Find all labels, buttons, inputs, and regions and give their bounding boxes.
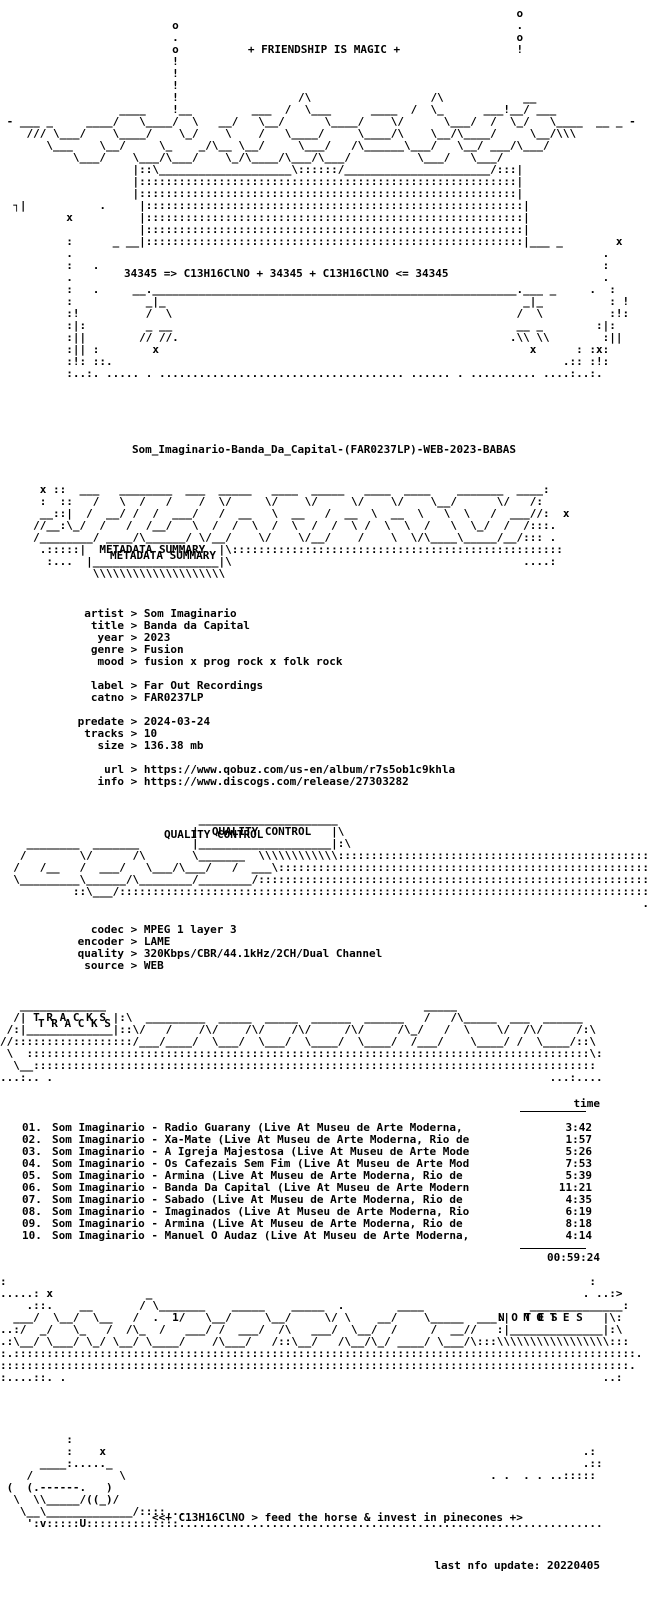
metadata-ascii-art: x :: ___ ________ ___ _____ ____ _____ _…	[33, 483, 570, 580]
quality-ascii-art: _____________________ | QUALITY CONTROL …	[13, 813, 648, 910]
last-update: last nfo update: 20220405	[434, 1559, 600, 1572]
time-header-rule	[520, 1111, 586, 1112]
banner-title: + FRIENDSHIP IS MAGIC +	[247, 43, 401, 56]
total-time: 00:59:24	[547, 1251, 600, 1264]
quality-row-quality: quality > 320Kbps/CBR/44.1kHz/2CH/Dual C…	[77, 947, 383, 960]
quality-row-encoder: encoder > LAME	[77, 935, 171, 948]
quality-row-source: source > WEB	[84, 959, 164, 972]
table-row: 05.Som Imaginario - Armina (Live At Muse…	[22, 1169, 592, 1182]
meta-row-predate: predate > 2024-03-24	[77, 715, 211, 728]
footer-tagline: <<+ C13H16ClNO > feed the horse & invest…	[152, 1511, 523, 1524]
table-row: 10.Som Imaginario - Manuel O Audaz (Live…	[22, 1229, 592, 1242]
table-row: 03.Som Imaginario - A Igreja Majestosa (…	[22, 1145, 592, 1158]
meta-row-tracks: tracks > 10	[84, 727, 158, 740]
release-name: Som_Imaginario-Banda_Da_Capital-(FAR0237…	[131, 443, 517, 456]
time-column-header: time	[573, 1097, 601, 1110]
section-title-tracks: T R A C K S	[38, 1017, 111, 1030]
table-row: 01.Som Imaginario - Radio Guarany (Live …	[22, 1121, 592, 1134]
meta-row-size: size > 136.38 mb	[97, 739, 204, 752]
meta-row-url: url > https://www.qobuz.com/us-en/album/…	[104, 763, 456, 776]
table-row: 07.Som Imaginario - Sabado (Live At Muse…	[22, 1193, 592, 1206]
meta-row-label: label > Far Out Recordings	[90, 679, 264, 692]
table-row: 06.Som Imaginario - Banda Da Capital (Li…	[22, 1181, 592, 1194]
notes-ascii-art: : : .....: x _ . ..:> .::. __	[0, 1275, 643, 1384]
table-row: 02.Som Imaginario - Xa-Mate (Live At Mus…	[22, 1133, 592, 1146]
meta-row-catno: catno > FAR0237LP	[90, 691, 204, 704]
meta-row-title: title > Banda da Capital	[90, 619, 250, 632]
formula-line: 34345 => C13H16ClNO + 34345 + C13H16ClNO…	[124, 267, 449, 280]
track-list: 01.Som Imaginario - Radio Guarany (Live …	[22, 1122, 592, 1242]
meta-row-info: info > https://www.discogs.com/release/2…	[97, 775, 409, 788]
section-title-notes: N O T E S	[498, 1311, 558, 1324]
meta-row-artist: artist > Som Imaginario	[84, 607, 237, 620]
section-title-quality: QUALITY CONTROL	[164, 828, 264, 841]
meta-row-year: year > 2023	[97, 631, 171, 644]
total-rule	[520, 1248, 586, 1249]
meta-row-genre: genre > Fusion	[90, 643, 184, 656]
footer-ascii-art: : : x .: ____:....._ .:: /	[6, 1433, 603, 1530]
section-title-metadata: METADATA SUMMARY	[110, 549, 216, 562]
meta-row-mood: mood > fusion x prog rock x folk rock	[97, 655, 343, 668]
quality-row-codec: codec > MPEG 1 layer 3	[90, 923, 237, 936]
header-ascii-art: o o . . o o	[6, 7, 636, 380]
table-row: 09.Som Imaginario - Armina (Live At Muse…	[22, 1217, 592, 1230]
table-row: 08.Som Imaginario - Imaginados (Live At …	[22, 1205, 592, 1218]
table-row: 04.Som Imaginario - Os Cafezais Sem Fim …	[22, 1157, 592, 1170]
tracks-ascii-art: _____________ _____ /| T R A C K S |:\ _…	[0, 999, 603, 1084]
quality-list: codec > MPEG 1 layer 3 encoder > LAME qu…	[36, 923, 383, 972]
metadata-list: artist > Som Imaginario title > Banda da…	[36, 607, 456, 788]
